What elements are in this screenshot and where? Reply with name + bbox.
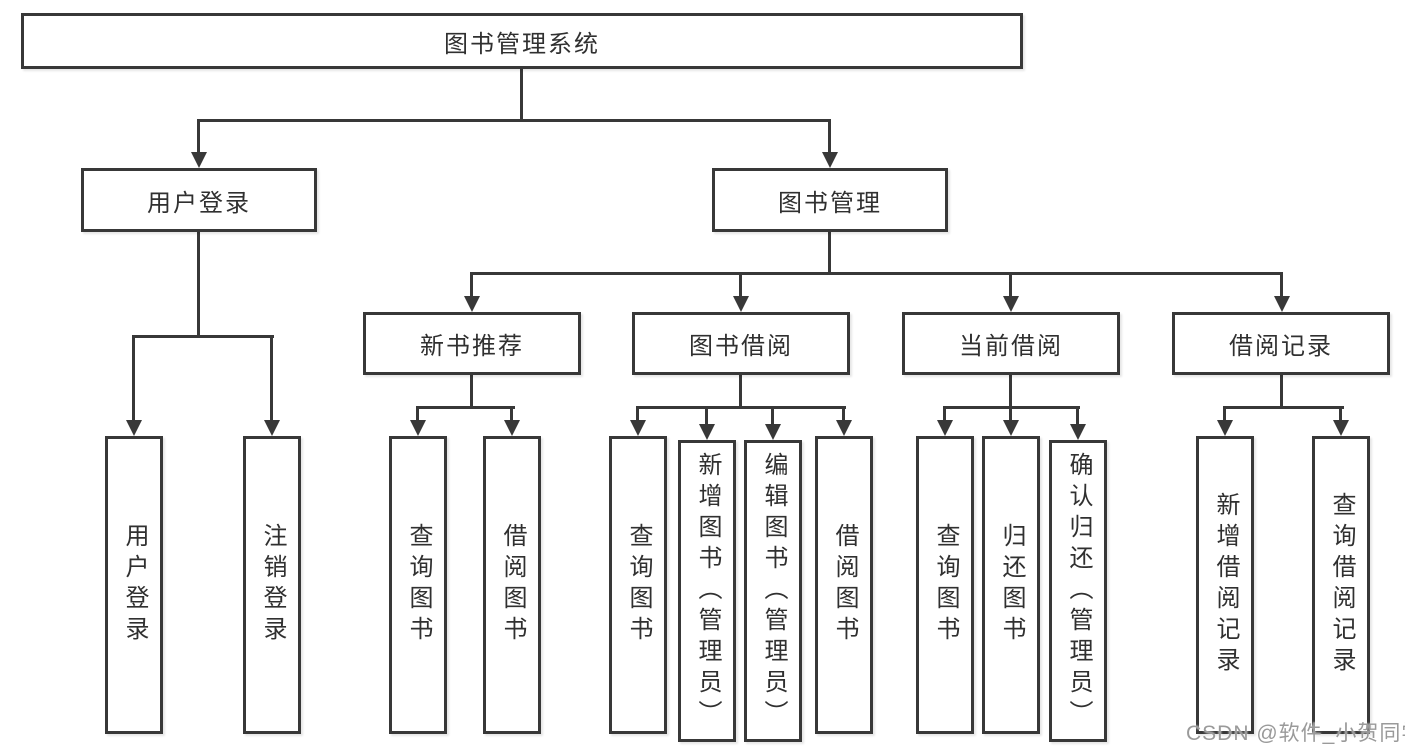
leaf-borrowing-borrow-label: 借阅图书: [831, 523, 858, 647]
edge-mgmt-hbar: [470, 272, 1283, 275]
leaf-newbooks-query-label: 查询图书: [405, 523, 432, 647]
leaf-user-login-label: 用户登录: [121, 523, 148, 647]
leaf-borrowing-query-label: 查询图书: [625, 523, 652, 647]
edge-arrow-user-login: [191, 119, 207, 168]
leaf-records-add: 新增借阅记录: [1196, 436, 1254, 734]
leaf-borrowing-borrow: 借阅图书: [815, 436, 873, 734]
edge-current-stem: [1009, 375, 1012, 408]
node-root-label: 图书管理系统: [444, 30, 600, 58]
leaf-newbooks-query: 查询图书: [389, 436, 447, 734]
edge-records-stem: [1280, 375, 1283, 408]
leaf-current-query-label: 查询图书: [932, 523, 959, 647]
node-book-borrowing-label: 图书借阅: [689, 333, 793, 360]
edge-arrow-current: [1003, 272, 1019, 312]
edge-arrow-bw-add: [699, 406, 715, 440]
edge-user-stem: [197, 232, 200, 338]
edge-root-hbar: [197, 119, 831, 122]
leaf-borrowing-add: 新增图书（管理员）: [678, 440, 736, 742]
leaf-borrowing-edit: 编辑图书（管理员）: [744, 440, 802, 742]
node-borrow-records: 借阅记录: [1172, 312, 1390, 375]
node-user-login-label: 用户登录: [147, 189, 251, 217]
edge-arrow-cur-return: [1003, 406, 1019, 436]
leaf-borrowing-query: 查询图书: [609, 436, 667, 734]
edge-arrow-cur-query: [937, 406, 953, 436]
edge-arrow-records: [1274, 272, 1290, 312]
leaf-user-login: 用户登录: [105, 436, 163, 734]
leaf-current-return-label: 归还图书: [998, 523, 1025, 647]
edge-borrowing-stem: [739, 375, 742, 408]
edge-arrow-book-management: [822, 119, 838, 168]
node-new-book-recommend-label: 新书推荐: [420, 333, 524, 360]
edge-arrow-cur-confirm: [1070, 406, 1086, 440]
leaf-borrowing-edit-label: 编辑图书（管理员）: [760, 451, 787, 731]
edge-arrow-new-books: [464, 272, 480, 312]
edge-mgmt-stem: [828, 232, 831, 274]
edge-records-hbar: [1223, 406, 1344, 409]
node-book-management: 图书管理: [712, 168, 948, 232]
edge-arrow-leaf-logout: [264, 335, 280, 436]
leaf-current-confirm-label: 确认归还（管理员）: [1065, 451, 1092, 731]
edge-newbooks-hbar: [416, 406, 515, 409]
node-borrow-records-label: 借阅记录: [1229, 333, 1333, 360]
edge-root-stem: [520, 69, 523, 120]
edge-arrow-leaf-login: [126, 335, 142, 436]
node-book-management-label: 图书管理: [778, 189, 882, 217]
edge-user-hbar: [132, 335, 274, 338]
edge-arrow-bw-borrow: [836, 406, 852, 436]
edge-arrow-rec-query: [1333, 406, 1349, 436]
leaf-logout-label: 注销登录: [259, 523, 286, 647]
edge-borrowing-hbar: [636, 406, 846, 409]
leaf-records-query: 查询借阅记录: [1312, 436, 1370, 734]
leaf-borrowing-add-label: 新增图书（管理员）: [694, 451, 721, 731]
node-root: 图书管理系统: [21, 13, 1023, 69]
edge-arrow-borrowing: [733, 272, 749, 312]
csdn-watermark: CSDN @软件_小贺同学: [1186, 722, 1405, 745]
node-new-book-recommend: 新书推荐: [363, 312, 581, 375]
leaf-newbooks-borrow-label: 借阅图书: [499, 523, 526, 647]
edge-arrow-bw-query: [630, 406, 646, 436]
node-current-borrowing-label: 当前借阅: [959, 333, 1063, 360]
edge-arrow-rec-add: [1217, 406, 1233, 436]
edge-arrow-bw-edit: [765, 406, 781, 440]
edge-newbooks-stem: [470, 375, 473, 408]
node-user-login: 用户登录: [81, 168, 317, 232]
leaf-current-return: 归还图书: [982, 436, 1040, 734]
edge-arrow-nb-borrow: [504, 406, 520, 436]
leaf-current-confirm: 确认归还（管理员）: [1049, 440, 1107, 742]
leaf-records-add-label: 新增借阅记录: [1212, 492, 1239, 678]
leaf-logout: 注销登录: [243, 436, 301, 734]
edge-current-hbar: [943, 406, 1080, 409]
node-book-borrowing: 图书借阅: [632, 312, 850, 375]
leaf-newbooks-borrow: 借阅图书: [483, 436, 541, 734]
leaf-records-query-label: 查询借阅记录: [1328, 492, 1355, 678]
leaf-current-query: 查询图书: [916, 436, 974, 734]
node-current-borrowing: 当前借阅: [902, 312, 1120, 375]
edge-arrow-nb-query: [410, 406, 426, 436]
